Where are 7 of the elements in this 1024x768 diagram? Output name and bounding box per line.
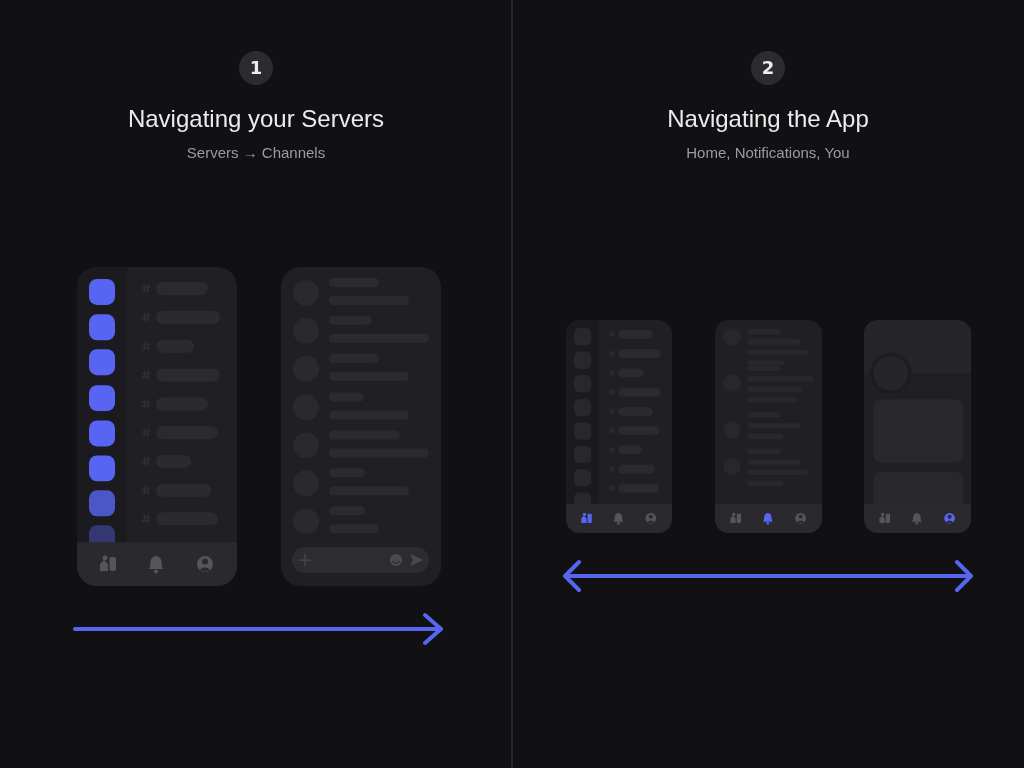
phone-screen-mockup — [864, 320, 971, 533]
section-title: Navigating the App — [667, 104, 869, 134]
section-subtitle: Home, Notifications, You — [686, 144, 850, 162]
section-title: Navigating your Servers — [127, 104, 385, 134]
step-number: 2 — [751, 51, 785, 85]
step-number: 1 — [239, 51, 273, 85]
section-subtitle: Servers → Channels — [186, 144, 326, 162]
